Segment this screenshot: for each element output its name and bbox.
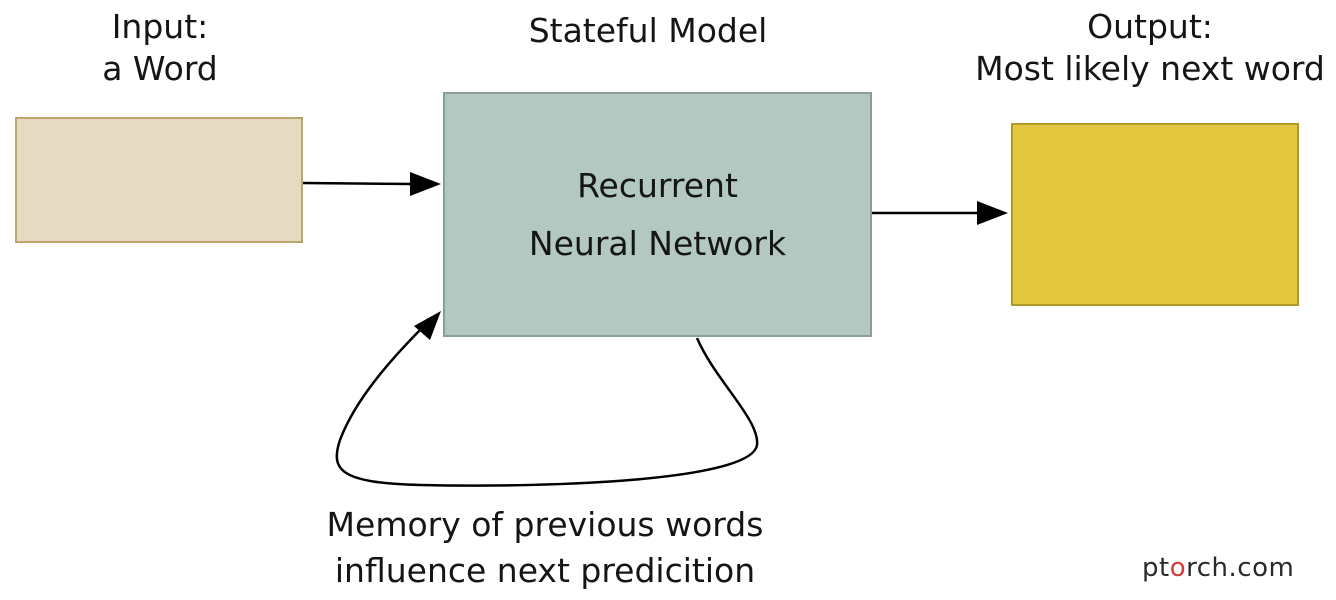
rnn-box: Recurrent Neural Network xyxy=(443,92,872,337)
input-word-box xyxy=(15,117,303,243)
rnn-label-line1: Recurrent xyxy=(577,166,738,205)
arrowhead-icon xyxy=(977,201,1008,225)
watermark: ptorch.com xyxy=(1142,553,1294,583)
output-label: Output: Most likely next word xyxy=(960,6,1336,90)
output-label-line1: Output: xyxy=(1087,7,1213,46)
output-label-line2: Most likely next word xyxy=(975,49,1325,88)
recurrent-loop-arrow xyxy=(335,311,759,487)
input-label-line1: Input: xyxy=(111,7,209,46)
model-title: Stateful Model xyxy=(528,11,768,50)
watermark-prefix: pt xyxy=(1142,553,1170,583)
input-to-rnn-arrow xyxy=(302,172,441,196)
arrowhead-icon xyxy=(410,172,441,196)
watermark-suffix: rch.com xyxy=(1186,553,1295,583)
rnn-to-output-arrow xyxy=(872,201,1008,225)
rnn-label-line2: Neural Network xyxy=(528,224,787,263)
loop-caption: Memory of previous words influence next … xyxy=(290,502,800,594)
input-label: Input: a Word xyxy=(60,6,260,90)
loop-caption-line2: influence next predicition xyxy=(334,551,756,590)
arrowhead-icon xyxy=(414,311,441,340)
output-word-box xyxy=(1011,123,1299,306)
watermark-accent: o xyxy=(1169,553,1187,583)
input-label-line2: a Word xyxy=(102,49,218,88)
loop-caption-line1: Memory of previous words xyxy=(326,505,764,544)
